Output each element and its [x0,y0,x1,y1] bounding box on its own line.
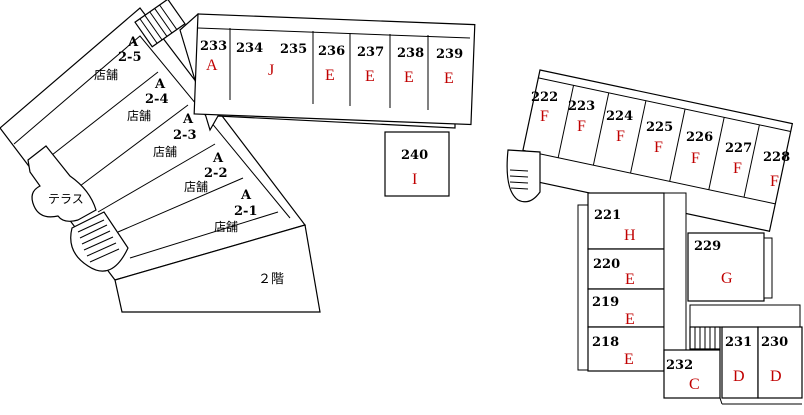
room-219-type: E [625,311,635,328]
room-234-235-type: J [268,62,274,79]
room-239-number: 239 [436,47,463,62]
room-229 [687,232,765,302]
room-228-type: F [770,173,779,190]
shop-2-5-unit: 2-5 [118,50,142,65]
room-224-type: F [616,128,625,145]
room-222-type: F [540,108,549,125]
room-218-number: 218 [592,335,619,350]
room-223-type: F [577,118,586,135]
room-228-number: 228 [763,150,790,165]
room-218 [587,326,665,372]
room-232-number: 232 [666,358,693,373]
shop-2-4-unit: 2-4 [145,92,169,107]
top-room-row [193,13,476,126]
room-220-type: E [625,271,635,288]
room-222-number: 222 [531,90,558,105]
bottom-corridor [114,224,321,313]
room-220-number: 220 [593,257,620,272]
room-233-number: 233 [200,39,227,54]
room-239-type: E [444,70,454,87]
room-221-type: H [624,227,636,244]
shop-2-2-label: 店舗 [184,180,208,194]
room-231 [721,326,759,399]
room-238-number: 238 [397,46,424,61]
room-226-number: 226 [686,130,713,145]
shop-2-3-type: A [182,112,194,127]
terrace-label: テラス [48,192,84,206]
room-234-number: 234 [236,41,263,56]
room-229-number: 229 [694,239,721,254]
room-227-number: 227 [725,141,752,156]
room-236-type: E [325,67,335,84]
room-219-number: 219 [592,295,619,310]
lower-block: 221 H 220 E 219 E 218 E 229 G 232 C 231 … [577,192,803,405]
room-224-number: 224 [606,109,633,124]
room-231-number: 231 [725,335,752,350]
room-230-type: D [770,368,782,385]
shop-2-2-unit: 2-2 [204,166,228,181]
top-wing: 233 A 234 235 J 236 E 237 E 238 E 239 E … [179,12,476,197]
shop-2-3-label: 店舗 [153,145,177,159]
room-232-type: C [689,376,700,393]
room-231-type: D [733,368,745,385]
room-223-number: 223 [568,99,595,114]
room-230 [757,326,803,399]
stair-right [506,149,541,203]
room-237-number: 237 [357,45,384,60]
shop-2-1-label: 店舗 [214,220,238,234]
room-233-type: A [206,57,218,74]
shop-2-4-label: 店舗 [127,109,151,123]
shop-2-1-unit: 2-1 [234,204,258,219]
right-wing: 222 F 223 F 224 F 225 F 226 F 227 F 228 … [506,69,794,232]
room-235-number: 235 [280,42,307,57]
shop-2-3-unit: 2-3 [173,128,197,143]
terrace [27,145,97,222]
room-229-type: G [721,270,733,287]
shop-2-5-label: 店舗 [94,68,118,82]
room-221-number: 221 [594,208,621,223]
shop-2-5-type: A [127,35,139,50]
room-230-number: 230 [761,335,788,350]
room-225-number: 225 [646,120,673,135]
room-226-type: F [691,150,700,167]
room-219 [587,288,665,328]
shop-2-2-type: A [212,151,224,166]
room-227-type: F [733,160,742,177]
room-236-number: 236 [318,44,345,59]
room-240-type: I [412,171,417,188]
room-240-number: 240 [401,148,428,163]
room-237-type: E [365,68,375,85]
stair-top-left [134,0,186,48]
room-232 [663,349,721,399]
shop-2-4-type: A [154,77,166,92]
stair-left [70,211,129,272]
shop-2-1-type: A [240,188,252,203]
left-building: A 2-5 店舗 A 2-4 店舗 A 2-3 店舗 A 2-2 店舗 A 2-… [0,0,321,313]
room-238-type: E [404,69,414,86]
room-225-type: F [654,139,663,156]
room-218-type: E [624,351,634,368]
floor-label: ２階 [258,272,284,287]
room-240 [384,131,450,197]
room-221 [587,192,665,250]
